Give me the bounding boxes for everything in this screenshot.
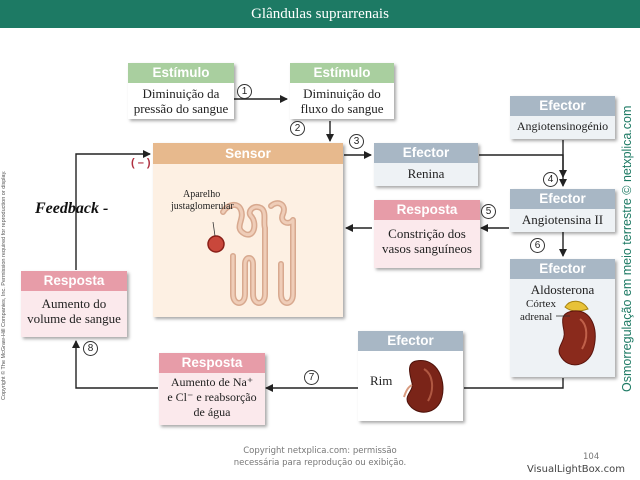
step-marker-1: 1 xyxy=(237,84,252,99)
watermark: VisualLightBox.com xyxy=(527,464,625,475)
box-line: Renina xyxy=(407,166,445,181)
side-copyright-text: Copyright © The McGraw-Hill Companies, I… xyxy=(1,170,7,400)
box-stimulus-pressure: Estímulo Diminuição da pressão do sangue xyxy=(128,63,234,119)
box-line: Diminuição do xyxy=(303,86,381,101)
box-effector-kidney: Efector Rim xyxy=(358,331,463,421)
page-title: Glândulas suprarrenais xyxy=(251,6,389,22)
kidney-icon xyxy=(403,360,444,413)
footer-line: necessária para reprodução ou exibição. xyxy=(233,458,407,468)
box-header: Efector xyxy=(510,189,615,209)
box-line: vasos sanguíneos xyxy=(382,241,472,256)
box-line: volume de sangue xyxy=(27,311,121,326)
box-effector-aldosterone: Efector Aldosterona Córtex adrenal xyxy=(510,259,615,377)
box-line: e Cl⁻ e reabsorção xyxy=(167,390,257,404)
box-effector-angiotensin-ii: Efector Angiotensina II xyxy=(510,189,615,232)
step-marker-8: 8 xyxy=(83,341,98,356)
step-marker-2: 2 xyxy=(290,121,305,136)
cortex-label-line: Córtex xyxy=(526,298,556,310)
box-line: Aumento de Na⁺ xyxy=(170,375,254,389)
negative-feedback-sign: ( – ) xyxy=(131,157,151,169)
box-header: Efector xyxy=(510,259,615,279)
step-marker-4: 4 xyxy=(543,172,558,187)
footer-copyright: Copyright netxplica.com: permissão neces… xyxy=(205,445,435,469)
glomerulus-icon xyxy=(207,235,225,253)
side-site-text: Osmorregulação em meio terrestre © netxp… xyxy=(620,105,634,392)
side-copyright: Copyright © The McGraw-Hill Companies, I… xyxy=(1,100,11,400)
box-line: Diminuição da xyxy=(142,86,220,101)
box-response-constriction: Resposta Constrição dos vasos sanguíneos xyxy=(374,200,480,268)
box-header: Efector xyxy=(358,331,463,351)
box-header: Estímulo xyxy=(290,63,394,83)
footer-line: Copyright netxplica.com: permissão xyxy=(243,446,397,456)
box-header: Resposta xyxy=(159,353,265,373)
box-header: Estímulo xyxy=(128,63,234,83)
nephron-illustration xyxy=(207,200,296,306)
box-line: Aumento do xyxy=(41,296,107,311)
adrenal-kidney-icon xyxy=(556,300,596,366)
side-site-credit: Osmorregulação em meio terrestre © netxp… xyxy=(618,105,636,392)
step-marker-7: 7 xyxy=(304,370,319,385)
step-marker-3: 3 xyxy=(349,134,364,149)
box-line: Constrição dos xyxy=(388,226,466,241)
kidney-label: Rim xyxy=(370,373,393,388)
box-header: Efector xyxy=(374,143,478,163)
box-effector-angiotensinogen: Efector Angiotensinogénio xyxy=(510,96,615,139)
step-marker-5: 5 xyxy=(481,204,496,219)
box-line: Angiotensina II xyxy=(521,212,604,227)
box-line: fluxo do sangue xyxy=(300,101,384,116)
box-effector-renin: Efector Renina xyxy=(374,143,478,186)
box-header: Resposta xyxy=(21,271,127,291)
feedback-label: Feedback - xyxy=(35,200,109,217)
box-stimulus-flow: Estímulo Diminuição do fluxo do sangue xyxy=(290,63,394,119)
box-header: Resposta xyxy=(374,200,480,220)
box-line: Aldosterona xyxy=(530,282,595,297)
box-line: de água xyxy=(193,405,231,419)
page-number: 104 xyxy=(583,452,600,462)
step-marker-6: 6 xyxy=(530,238,545,253)
box-header: Sensor xyxy=(153,143,343,164)
arrow-aldosterone-to-kidney xyxy=(464,378,564,389)
box-line: pressão do sangue xyxy=(133,101,229,116)
title-bar: Glândulas suprarrenais xyxy=(0,0,640,28)
sensor-label-line: Aparelho xyxy=(183,189,221,200)
box-header: Efector xyxy=(510,96,615,116)
box-line: Angiotensinogénio xyxy=(516,119,609,133)
sensor-label-line: justaglomerular xyxy=(171,201,234,212)
cortex-label-line: adrenal xyxy=(520,311,553,323)
box-response-reabsorption: Resposta Aumento de Na⁺ e Cl⁻ e reabsorç… xyxy=(159,353,265,425)
box-response-volume: Resposta Aumento do volume de sangue xyxy=(21,271,127,337)
box-sensor: Sensor Aparelho justaglomerular xyxy=(153,143,343,317)
